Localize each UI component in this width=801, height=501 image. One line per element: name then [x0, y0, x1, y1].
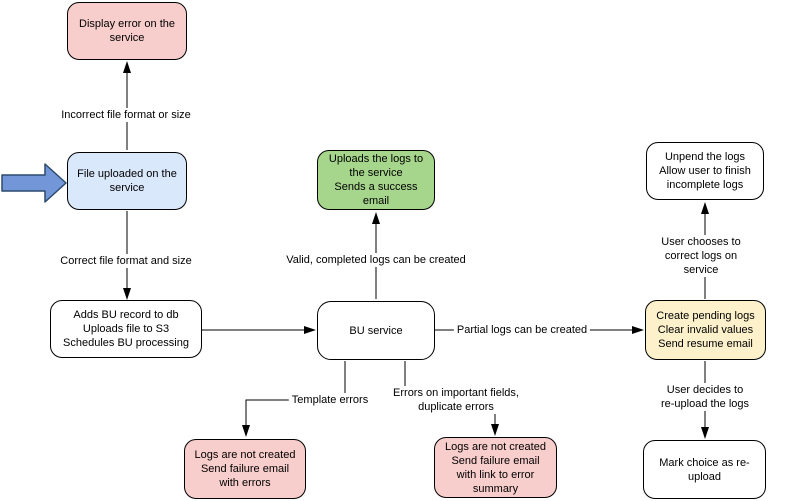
arrowhead-down-failure-errors	[242, 425, 250, 437]
node-create-pending: Create pending logs Clear invalid values…	[645, 300, 766, 360]
node-display-error-text: Display error on the service	[79, 18, 175, 44]
node-display-error: Display error on the service	[67, 2, 187, 60]
arrowhead-up-unpend	[701, 202, 709, 214]
arrowhead-down-failure-summary	[491, 424, 499, 436]
node-failure-errors-text: Logs are not created Send failure email …	[194, 449, 296, 489]
node-bu-service: BU service	[317, 301, 435, 360]
node-bu-service-text: BU service	[349, 324, 403, 337]
arrowhead-down-process	[123, 288, 131, 300]
node-failure-errors: Logs are not created Send failure email …	[184, 439, 306, 499]
edge-label-incorrect-format: Incorrect file format or size	[58, 108, 194, 122]
node-failure-summary: Logs are not created Send failure email …	[434, 437, 557, 498]
node-create-pending-text: Create pending logs Clear invalid values…	[656, 310, 755, 350]
node-failure-summary-text: Logs are not created Send failure email …	[445, 440, 546, 495]
node-process-upload: Adds BU record to db Uploads file to S3 …	[50, 300, 202, 358]
arrowhead-up-success	[372, 212, 380, 224]
node-success-upload: Uploads the logs to the service Sends a …	[317, 150, 435, 210]
node-success-upload-text: Uploads the logs to the service Sends a …	[328, 153, 424, 207]
edge-label-field-errors: Errors on important fields, duplicate er…	[390, 386, 522, 414]
edge-label-correct-format: Correct file format and size	[57, 254, 195, 268]
arrowhead-down-reupload	[701, 427, 709, 439]
arrowhead-right-bu	[304, 326, 316, 334]
node-file-uploaded: File uploaded on the service	[67, 152, 187, 210]
edge-label-partial-logs: Partial logs can be created	[453, 323, 591, 337]
edge-label-valid-logs: Valid, completed logs can be created	[283, 253, 469, 267]
edge-label-template-errors: Template errors	[288, 393, 372, 407]
node-process-upload-text: Adds BU record to db Uploads file to S3 …	[63, 309, 189, 349]
node-unpend-logs-text: Unpend the logs Allow user to finish inc…	[659, 151, 751, 191]
arrowhead-up-display-error	[123, 61, 131, 73]
input-arrow-icon	[1, 163, 67, 203]
node-unpend-logs: Unpend the logs Allow user to finish inc…	[646, 142, 764, 200]
node-mark-reupload: Mark choice as re- upload	[643, 440, 766, 499]
node-file-uploaded-text: File uploaded on the service	[77, 168, 177, 194]
edge-label-user-reupload: User decides to re-upload the logs	[657, 383, 753, 411]
edge-label-user-correct: User chooses to correct logs on service	[651, 235, 751, 277]
node-mark-reupload-text: Mark choice as re- upload	[659, 456, 750, 483]
arrowhead-right-pending	[632, 326, 644, 334]
